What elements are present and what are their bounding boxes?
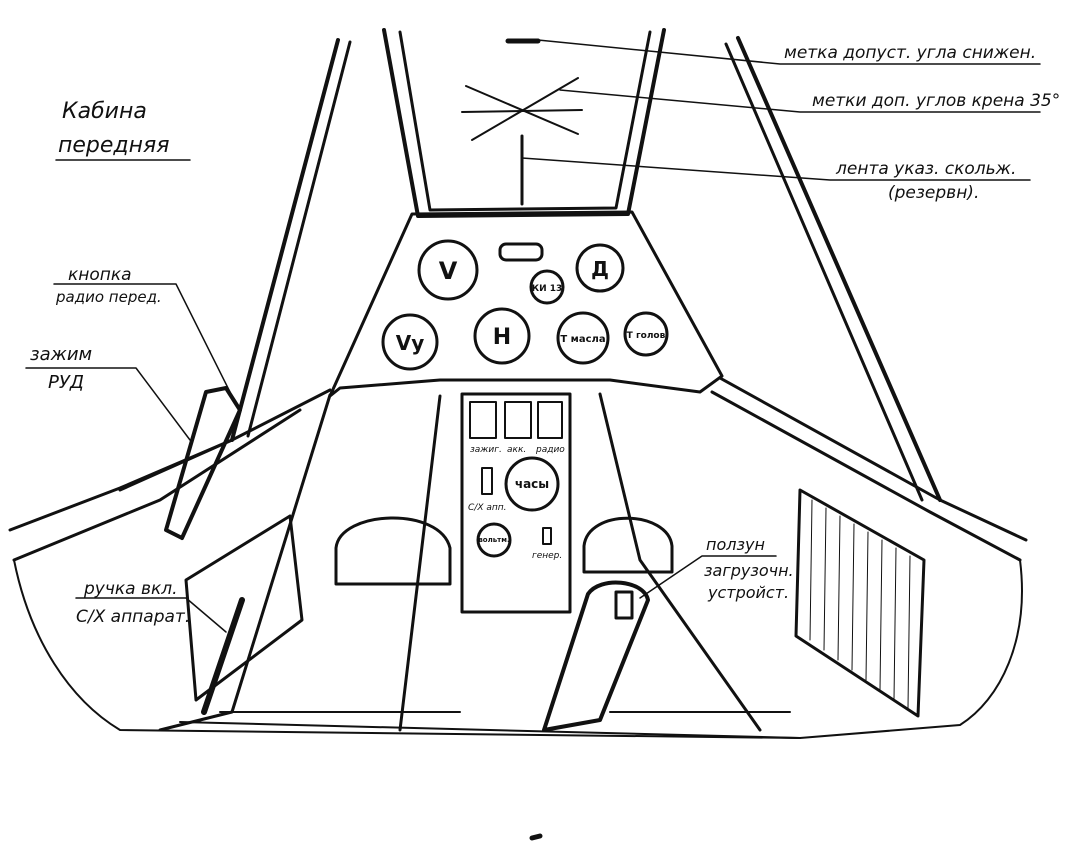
gauge-altimeter: H	[473, 307, 531, 365]
ignition-switch	[469, 401, 497, 439]
leader-slider	[639, 555, 777, 599]
throttle	[164, 386, 242, 540]
leader-bank	[559, 89, 1041, 113]
leader-lines	[25, 39, 1041, 633]
gauge-airspeed: V	[417, 239, 479, 301]
ag-switch-label: С/Х апп.	[468, 503, 507, 513]
left-canopy-rail-2	[12, 408, 302, 562]
floor-details	[158, 392, 801, 739]
right-side-box	[794, 488, 926, 718]
gauge-label: T масла	[560, 334, 605, 345]
panel-body	[328, 210, 724, 398]
left-pedal	[334, 516, 452, 586]
callout-slip-2: (резервн).	[888, 183, 979, 203]
loader-slider	[614, 590, 634, 620]
leader-radio	[53, 283, 231, 393]
gauge-d: Д	[575, 243, 625, 293]
labels: Кабина передняя метка допуст. угла сниже…	[30, 43, 1060, 627]
stick-grip	[542, 580, 650, 732]
switch-label: радио	[535, 445, 565, 455]
left-floor-edge	[13, 559, 801, 739]
callout-radio-2: радио перед.	[55, 288, 162, 306]
ag-switch	[481, 467, 493, 495]
left-canopy-rail	[8, 388, 332, 532]
leader-slip	[521, 157, 1031, 181]
battery-switch	[504, 401, 532, 439]
callout-slip-1: лента указ. скольж.	[835, 159, 1016, 179]
switch-label: акк.	[507, 445, 526, 455]
gauge-head-temp: T голов	[623, 311, 669, 357]
throttle-lever	[164, 386, 242, 540]
gauge-label: H	[493, 325, 511, 350]
leader-ag	[75, 597, 227, 633]
right-pedal	[582, 516, 674, 574]
right-pillar-inner	[724, 42, 924, 502]
gauge-oil-temp: T масла	[556, 311, 610, 365]
right-canopy-rail-2	[710, 390, 1022, 562]
gauge-label: Vy	[396, 331, 425, 355]
left-side-box	[184, 514, 304, 702]
leader-clamp	[25, 367, 191, 441]
right-pillar-outer	[736, 36, 942, 502]
callout-ag-1: ручка вкл.	[83, 579, 178, 599]
clock-label: часы	[515, 477, 549, 491]
generator-label: генер.	[532, 551, 562, 561]
canopy-sides	[8, 376, 1028, 739]
callout-slider-1: ползун	[706, 535, 765, 554]
windshield-frame	[118, 28, 942, 502]
callout-radio-1: кнопка	[68, 265, 132, 285]
console-switches: зажиг. акк. радио часы С/Х апп. вольтм. …	[468, 401, 565, 561]
callout-descent: метка допуст. угла снижен.	[784, 43, 1036, 63]
generator-switch	[542, 527, 552, 545]
title-line1: Кабина	[62, 99, 147, 124]
title-line2: передняя	[58, 133, 169, 158]
callout-ag-2: С/Х аппарат.	[76, 607, 190, 627]
callout-slider-2: загрузочн.	[704, 561, 794, 580]
left-tunnel-line	[398, 394, 442, 732]
radio-switch	[537, 401, 563, 439]
curtain-folds	[809, 499, 911, 709]
leader-descent	[537, 39, 1041, 65]
stray-mark	[529, 833, 543, 841]
bank-mark-2	[471, 77, 579, 141]
instrument-panel	[328, 210, 724, 614]
right-floor-edge	[799, 559, 1023, 739]
control-stick	[542, 580, 650, 732]
clock-gauge	[504, 456, 560, 512]
gauge-label: Д	[591, 257, 609, 281]
left-pillar-inner	[246, 40, 352, 438]
callout-slider-3: устройст.	[707, 583, 789, 602]
floor-lines	[179, 711, 801, 739]
voltmeter-gauge	[476, 522, 512, 558]
callout-bank: метки доп. углов крена 35°	[812, 91, 1060, 111]
left-pillar-outer	[230, 38, 340, 442]
compass	[498, 242, 544, 262]
gauge-vario: Vy	[381, 313, 439, 371]
ag-handle	[201, 597, 245, 715]
right-canopy-rail	[718, 376, 1028, 542]
switch-label: зажиг.	[470, 445, 502, 455]
callout-clamp-1: зажим	[30, 344, 92, 365]
center-window-frame	[382, 28, 666, 218]
center-window-inner	[398, 30, 652, 212]
left-side-panel	[184, 514, 304, 715]
center-console	[460, 392, 572, 614]
gauge-label: КИ 13	[532, 284, 563, 294]
gauge-label: V	[439, 257, 458, 285]
voltmeter-label: вольтм.	[478, 536, 509, 544]
gauge-ki13: КИ 13	[529, 269, 565, 305]
right-side-panel	[794, 488, 926, 718]
callout-clamp-2: РУД	[48, 372, 84, 393]
bank-mark-3	[461, 109, 583, 113]
right-tunnel-line	[598, 392, 762, 732]
gauge-label: T голов	[627, 331, 666, 341]
